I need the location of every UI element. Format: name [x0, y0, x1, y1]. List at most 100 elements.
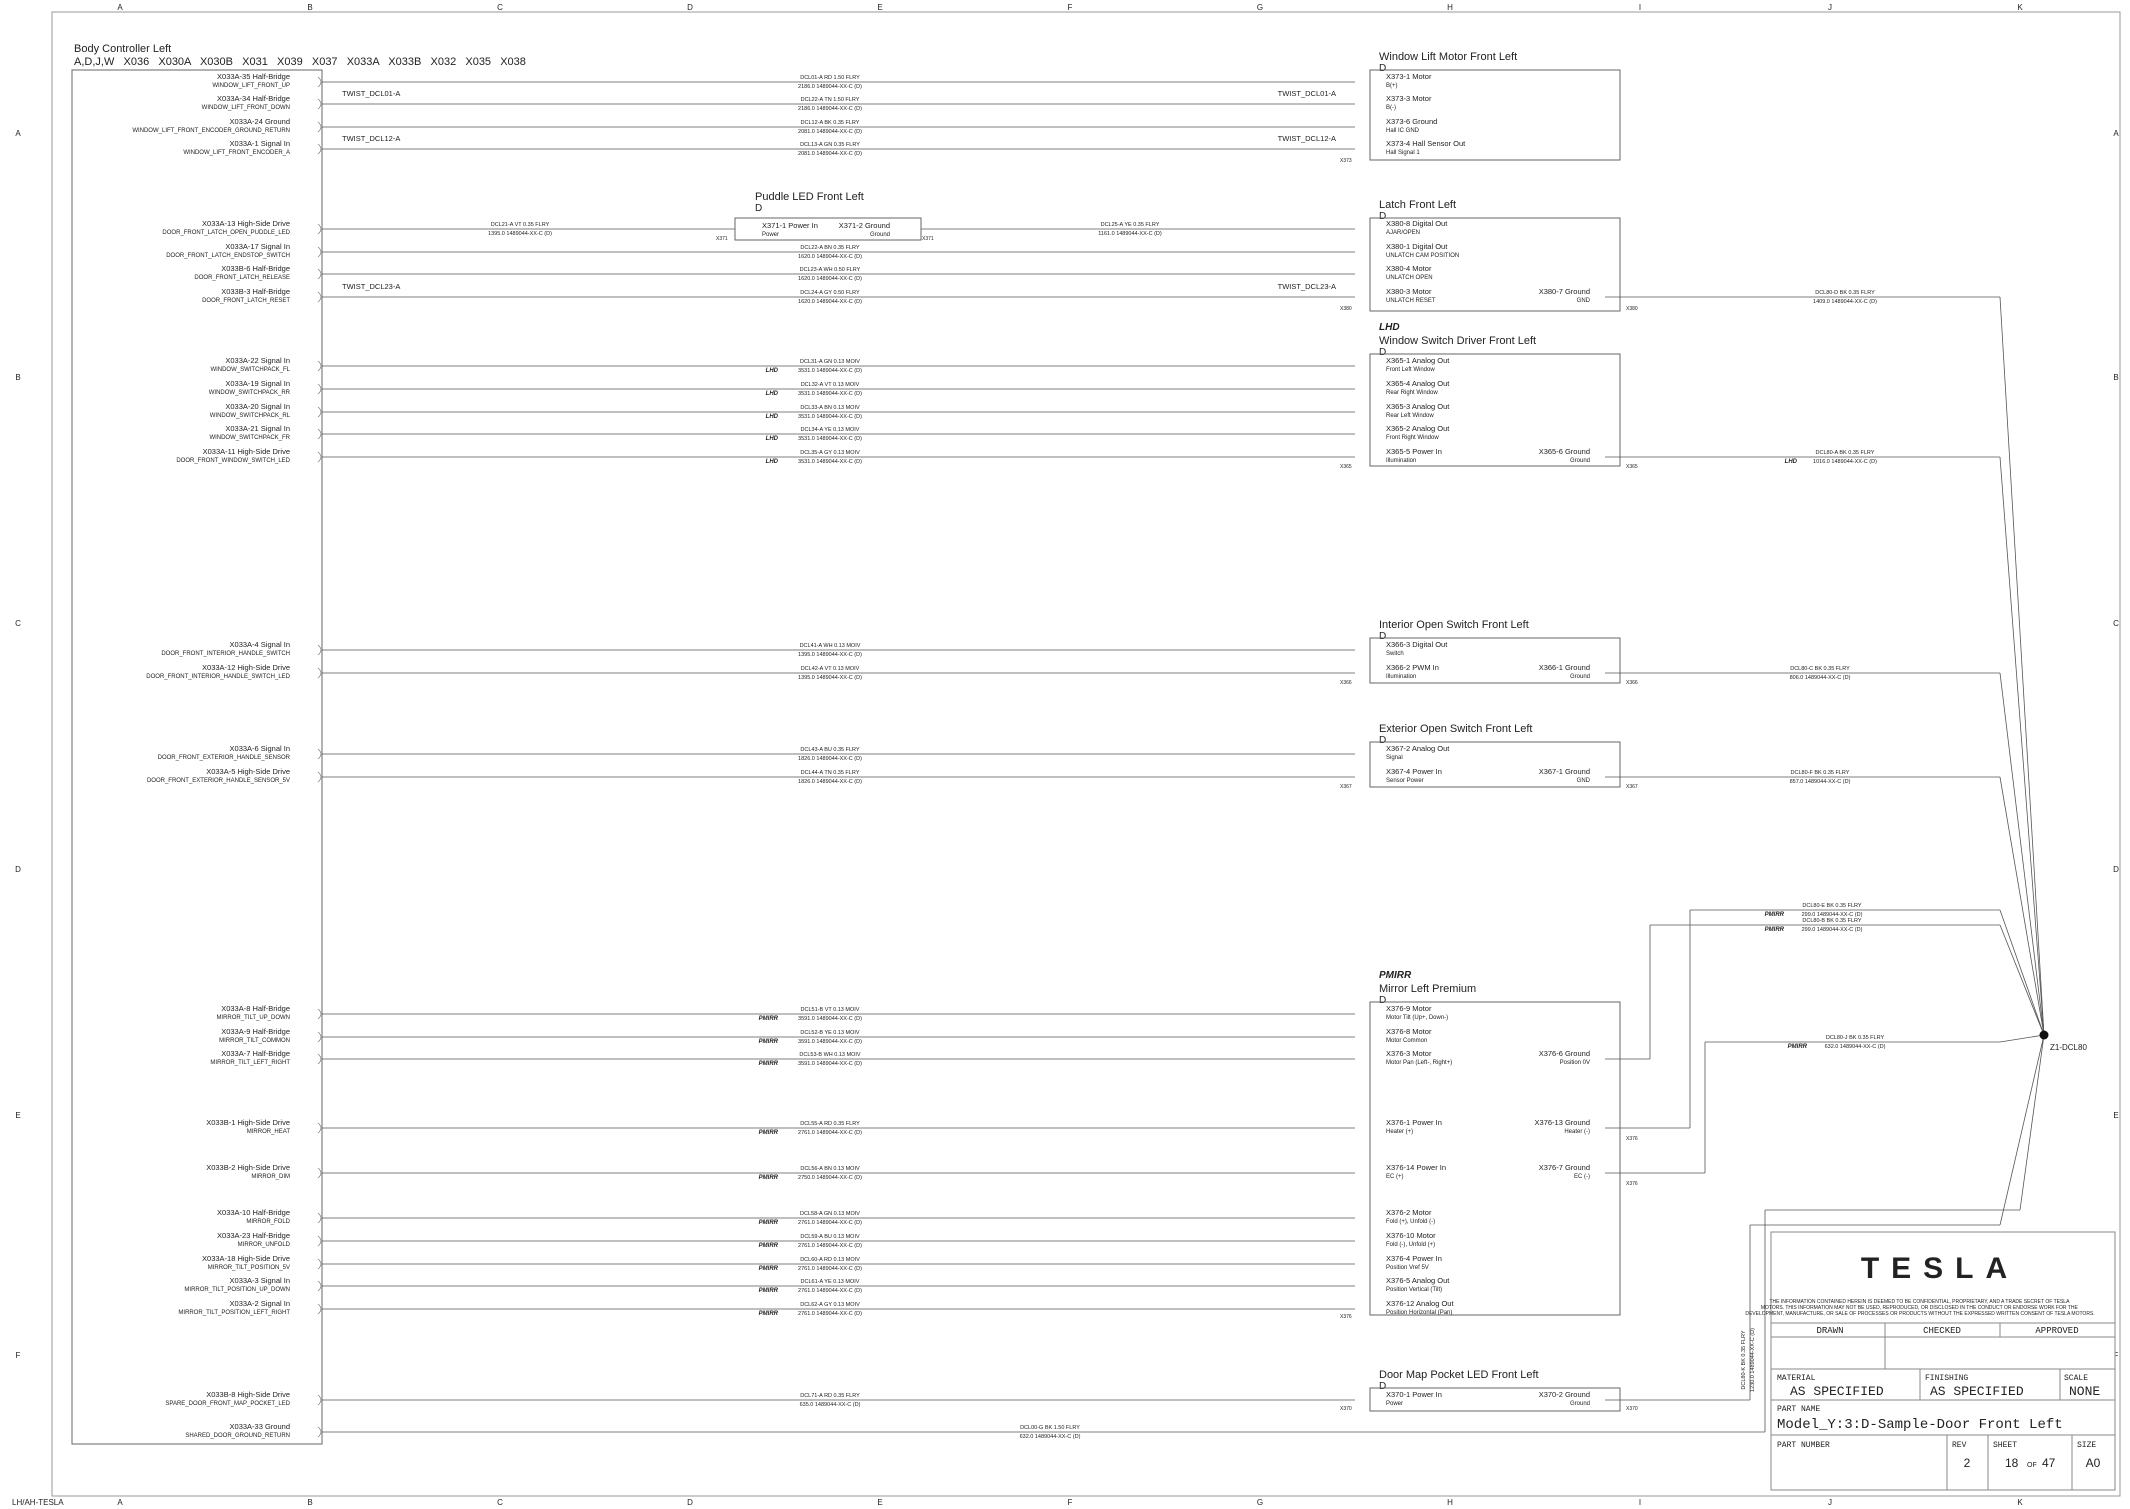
component-variant: D — [1379, 211, 1386, 222]
pin-signal: DOOR_FRONT_LATCH_RESET — [202, 298, 290, 304]
wire-option-tag: LHD — [766, 459, 779, 465]
connector-id: X366 — [1626, 680, 1638, 686]
wire-length: 2081.0 1489044-XX-C (D) — [798, 151, 862, 157]
twist-label: TWIST_DCL23-A — [1278, 282, 1336, 291]
component-pin-name: X366-1 Ground — [1539, 663, 1590, 672]
wire-id: DCL80-K BK 0.35 FLRY — [1741, 1330, 1747, 1390]
wire-length: 635.0 1489044-XX-C (D) — [800, 1402, 861, 1408]
component-pin-name: X365-3 Analog Out — [1386, 402, 1450, 411]
pin-signal: MIRROR_TILT_POSITION_UP_DOWN — [184, 1287, 290, 1293]
grid-row-label: C — [2113, 619, 2119, 628]
grid-row-label: F — [16, 1351, 21, 1360]
component-title: Door Map Pocket LED Front Left — [1379, 1369, 1539, 1381]
wire-id: DCL61-A YE 0.13 MOIV — [801, 1279, 860, 1285]
pin-signal: WINDOW_LIFT_FRONT_ENCODER_A — [183, 150, 290, 156]
pin-name: X033A-10 Half-Bridge — [217, 1208, 290, 1217]
disclaimer-text: THE INFORMATION CONTAINED HEREIN IS DEEM… — [1745, 1299, 2094, 1317]
pin-name: X033A-2 Signal In — [230, 1299, 290, 1308]
connector-mark — [317, 76, 322, 88]
controller-pin: X033B-6 Half-BridgeDOOR_FRONT_LATCH_RELE… — [194, 264, 322, 281]
wire-length: 632.0 1489044-XX-C (D) — [1020, 1434, 1081, 1440]
pin-name: X033A-23 Half-Bridge — [217, 1231, 290, 1240]
component-pin-desc: Front Right Window — [1386, 435, 1439, 441]
sheet-label: SHEET — [1993, 1441, 2017, 1450]
grid-row-label: A — [15, 129, 21, 138]
wire-length: 3531.0 1489044-XX-C (D) — [798, 436, 862, 442]
connector-id: X365 — [1626, 464, 1638, 470]
ground-wire — [1999, 1034, 2045, 1226]
pin-name: X033B-3 Half-Bridge — [221, 287, 290, 296]
grid-column-label: K — [2017, 3, 2023, 12]
connector-id: X367 — [1626, 784, 1638, 790]
connector-mark — [317, 1167, 322, 1179]
controller-pin: X033A-7 Half-BridgeMIRROR_TILT_LEFT_RIGH… — [210, 1049, 322, 1066]
wire-option-tag: LHD — [766, 414, 779, 420]
controller-pin: X033A-13 High-Side DriveDOOR_FRONT_LATCH… — [162, 219, 322, 236]
ground-wire — [1999, 456, 2045, 1036]
grid-column-label: A — [117, 1498, 123, 1507]
pin-name: X033A-6 Signal In — [230, 744, 290, 753]
component-pin-name: X376-13 Ground — [1535, 1118, 1590, 1127]
pin-name: X033A-12 High-Side Drive — [202, 663, 290, 672]
component-pin-desc: Fold (-), Unfold (+) — [1386, 1242, 1435, 1248]
pin-signal: DOOR_FRONT_LATCH_RELEASE — [194, 275, 290, 281]
component-variant: D — [1379, 347, 1386, 358]
connector-id: X370 — [1626, 1406, 1638, 1412]
wire-option-tag: PMIRR — [759, 1130, 779, 1136]
grid-column-label: I — [1639, 1498, 1641, 1507]
component-pin-name: X376-5 Analog Out — [1386, 1276, 1450, 1285]
component-variant: D — [1379, 735, 1386, 746]
grid-column-label: F — [1068, 3, 1073, 12]
size-value: A0 — [2086, 1456, 2101, 1470]
controller-pin: X033A-5 High-Side DriveDOOR_FRONT_EXTERI… — [147, 767, 322, 784]
component-pin-name: X365-1 Analog Out — [1386, 356, 1450, 365]
component-pin-desc: Power — [762, 232, 779, 238]
pin-signal: DOOR_FRONT_EXTERIOR_HANDLE_SENSOR — [158, 755, 291, 761]
wire-length: 2761.0 1489044-XX-C (D) — [798, 1130, 862, 1136]
part-name-value: Model_Y:3:D-Sample-Door Front Left — [1777, 1417, 2063, 1433]
grid-row-label: F — [2114, 1351, 2119, 1360]
wire-id: DCL60-A RD 0.13 MOIV — [800, 1257, 860, 1263]
connector-mark — [317, 771, 322, 783]
grid-column-label: B — [307, 3, 312, 12]
wire-id: DCL80-A BK 0.35 FLRY — [1816, 450, 1875, 456]
grid-column-label: I — [1639, 3, 1641, 12]
component-pin-name: X373-6 Ground — [1386, 117, 1437, 126]
grid-row-label: B — [15, 373, 20, 382]
grid-row-label: B — [2113, 373, 2118, 382]
ground-wire — [1999, 1034, 2045, 1043]
wire-id: DCL43-A BU 0.35 FLRY — [800, 747, 860, 753]
controller-title: Body Controller Left — [74, 43, 171, 55]
twist-label: TWIST_DCL12-A — [342, 134, 400, 143]
pin-signal: MIRROR_TILT_POSITION_5V — [208, 1265, 290, 1271]
wire-id: DCL33-A BN 0.13 MOIV — [800, 405, 860, 411]
finishing-value: AS SPECIFIED — [1930, 1384, 2024, 1399]
grid-row-label: E — [15, 1111, 20, 1120]
connector-id: X371 — [922, 236, 934, 242]
wire-length: 2761.0 1489044-XX-C (D) — [798, 1220, 862, 1226]
component-pin-name: X365-2 Analog Out — [1386, 424, 1450, 433]
grid-row-label: D — [2113, 865, 2119, 874]
grid-column-label: G — [1257, 1498, 1263, 1507]
component-pin-desc: Heater (-) — [1564, 1129, 1590, 1135]
scale-label: SCALE — [2064, 1374, 2088, 1383]
component-title: Exterior Open Switch Front Left — [1379, 723, 1532, 735]
component-variant: D — [1379, 631, 1386, 642]
connector-mark — [317, 1426, 322, 1438]
connector-id: X376 — [1626, 1181, 1638, 1187]
